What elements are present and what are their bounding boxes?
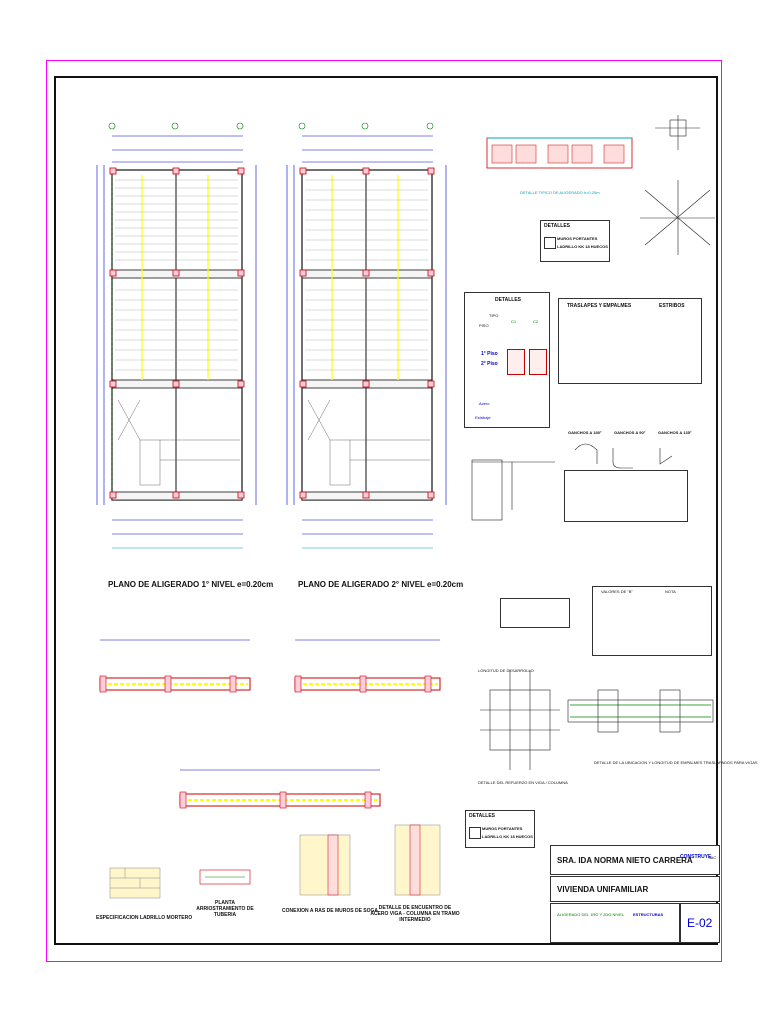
piso1-label: 1° Piso bbox=[481, 351, 498, 357]
ganchos-90-header: GANCHOS A 90° bbox=[614, 430, 646, 435]
drawing-name: ALIGERADO DEL 1RO Y 2DO NIVEL bbox=[557, 912, 625, 917]
beam-elevation-1 bbox=[99, 639, 251, 693]
anchorage-drawing bbox=[471, 459, 555, 521]
connection-wall-drawing bbox=[299, 834, 351, 896]
detalles-box-2: DETALLES MUROS PORTANTES LADRILLO KK 18 … bbox=[465, 810, 535, 848]
client-name: SRA. IDA NORMA NIETO CARRERA bbox=[557, 856, 693, 865]
hatch-swatch bbox=[544, 237, 556, 249]
longitud-caption: LONGITUD DE DESARROLLO bbox=[478, 668, 534, 673]
beam-column-caption: DETALLE DEL REFUERZO EN VIGA / COLUMNA bbox=[478, 780, 568, 785]
longitud-table bbox=[500, 598, 570, 628]
pipe-bracing-caption: PLANTA ARRIOSTRAMIENTO DE TUBERIA bbox=[196, 900, 254, 918]
plan-1-drawing bbox=[96, 122, 257, 549]
aligerado-section bbox=[486, 137, 633, 169]
company-logo: CONSTRUYE SAC bbox=[680, 850, 716, 870]
hatch-swatch-2 bbox=[469, 827, 481, 839]
c2-label: C2 bbox=[533, 319, 539, 324]
tipo-label: TIPO bbox=[489, 313, 499, 318]
estribaje-label: Estribaje bbox=[475, 415, 491, 420]
traslapes-table: TRASLAPES Y EMPALMES ESTRIBOS bbox=[558, 298, 702, 384]
column-c2-section bbox=[529, 349, 547, 375]
company-name: CONSTRUYE bbox=[680, 854, 712, 860]
hooks-drawings bbox=[574, 443, 673, 469]
aligerado-detail-caption: DETALLE TIPICO DE ALIGERADO h=0.20m bbox=[520, 190, 600, 195]
plan-2-title: PLANO DE ALIGERADO 2° NIVEL e=0.20cm bbox=[298, 580, 464, 589]
nota-header: NOTA bbox=[665, 589, 676, 594]
column-node-detail bbox=[640, 115, 715, 255]
muros-portantes-label: MUROS PORTANTES bbox=[557, 236, 598, 241]
estribos-header: ESTRIBOS bbox=[659, 303, 685, 309]
beam-elevation-3 bbox=[179, 769, 381, 809]
ganchos-table bbox=[564, 470, 688, 522]
encounter-caption: DETALLE DE ENCUENTRO DE ACERO VIGA - COL… bbox=[370, 905, 460, 923]
title-block-project-row: VIVIENDA UNIFAMILIAR bbox=[550, 876, 720, 902]
pipe-bracing-drawing bbox=[199, 869, 251, 885]
c1-label: C1 bbox=[511, 319, 517, 324]
detalles-box-1-header: DETALLES bbox=[544, 223, 571, 229]
detalles-box-2-header: DETALLES bbox=[469, 813, 496, 819]
plan-2-drawing bbox=[286, 122, 447, 549]
brick-spec-caption: ESPECIFICACION LADRILLO MORTERO bbox=[96, 915, 193, 921]
project-name: VIVIENDA UNIFAMILIAR bbox=[557, 885, 649, 894]
ladrillo-label: LADRILLO KK 18 HUECOS bbox=[557, 244, 608, 249]
sheet-number: E-02 bbox=[687, 916, 713, 930]
piso-label: PISO bbox=[479, 323, 489, 328]
detalles-box-1: DETALLES MUROS PORTANTES LADRILLO KK 18 … bbox=[540, 220, 610, 262]
valores-b-header: VALORES DE "B" bbox=[601, 589, 633, 594]
steel-encounter-drawing bbox=[394, 824, 441, 896]
connection-caption: CONEXION A RAS DE MUROS DE SOGA bbox=[282, 908, 379, 914]
column-c1-section bbox=[507, 349, 525, 375]
specialty: ESTRUCTURAS bbox=[633, 912, 664, 917]
lap-splice-drawing bbox=[567, 689, 714, 733]
title-block-details-row: ALIGERADO DEL 1RO Y 2DO NIVEL ESTRUCTURA… bbox=[550, 903, 680, 943]
ganchos-180-header: GANCHOS A 180° bbox=[568, 430, 602, 435]
muros-portantes-label-2: MUROS PORTANTES bbox=[482, 826, 523, 831]
column-schedule-header: DETALLES bbox=[495, 297, 522, 303]
column-schedule-table: DETALLES TIPO PISO C1 C2 1° Piso 2° Piso… bbox=[464, 292, 550, 428]
ladrillo-label-2: LADRILLO KK 18 HUECOS bbox=[482, 834, 533, 839]
valores-b-table: VALORES DE "B" NOTA bbox=[592, 586, 712, 656]
lap-splice-caption: DETALLE DE LA UBICACION Y LONGITUD DE EM… bbox=[594, 760, 758, 765]
piso2-label: 2° Piso bbox=[481, 361, 498, 367]
beam-column-detail bbox=[480, 670, 560, 770]
company-suffix: SAC bbox=[708, 855, 717, 860]
sheet-outer-border bbox=[46, 60, 722, 962]
ganchos-135-header: GANCHOS A 135° bbox=[658, 430, 692, 435]
sheet-number-cell: E-02 bbox=[680, 903, 720, 943]
brick-spec-drawing bbox=[109, 867, 161, 899]
plan-1-title: PLANO DE ALIGERADO 1° NIVEL e=0.20cm bbox=[108, 580, 274, 589]
acero-label: Acero bbox=[479, 401, 490, 406]
title-block-client-row: SRA. IDA NORMA NIETO CARRERA bbox=[550, 845, 720, 875]
beam-elevation-2 bbox=[294, 639, 441, 693]
traslapes-header: TRASLAPES Y EMPALMES bbox=[567, 303, 632, 309]
